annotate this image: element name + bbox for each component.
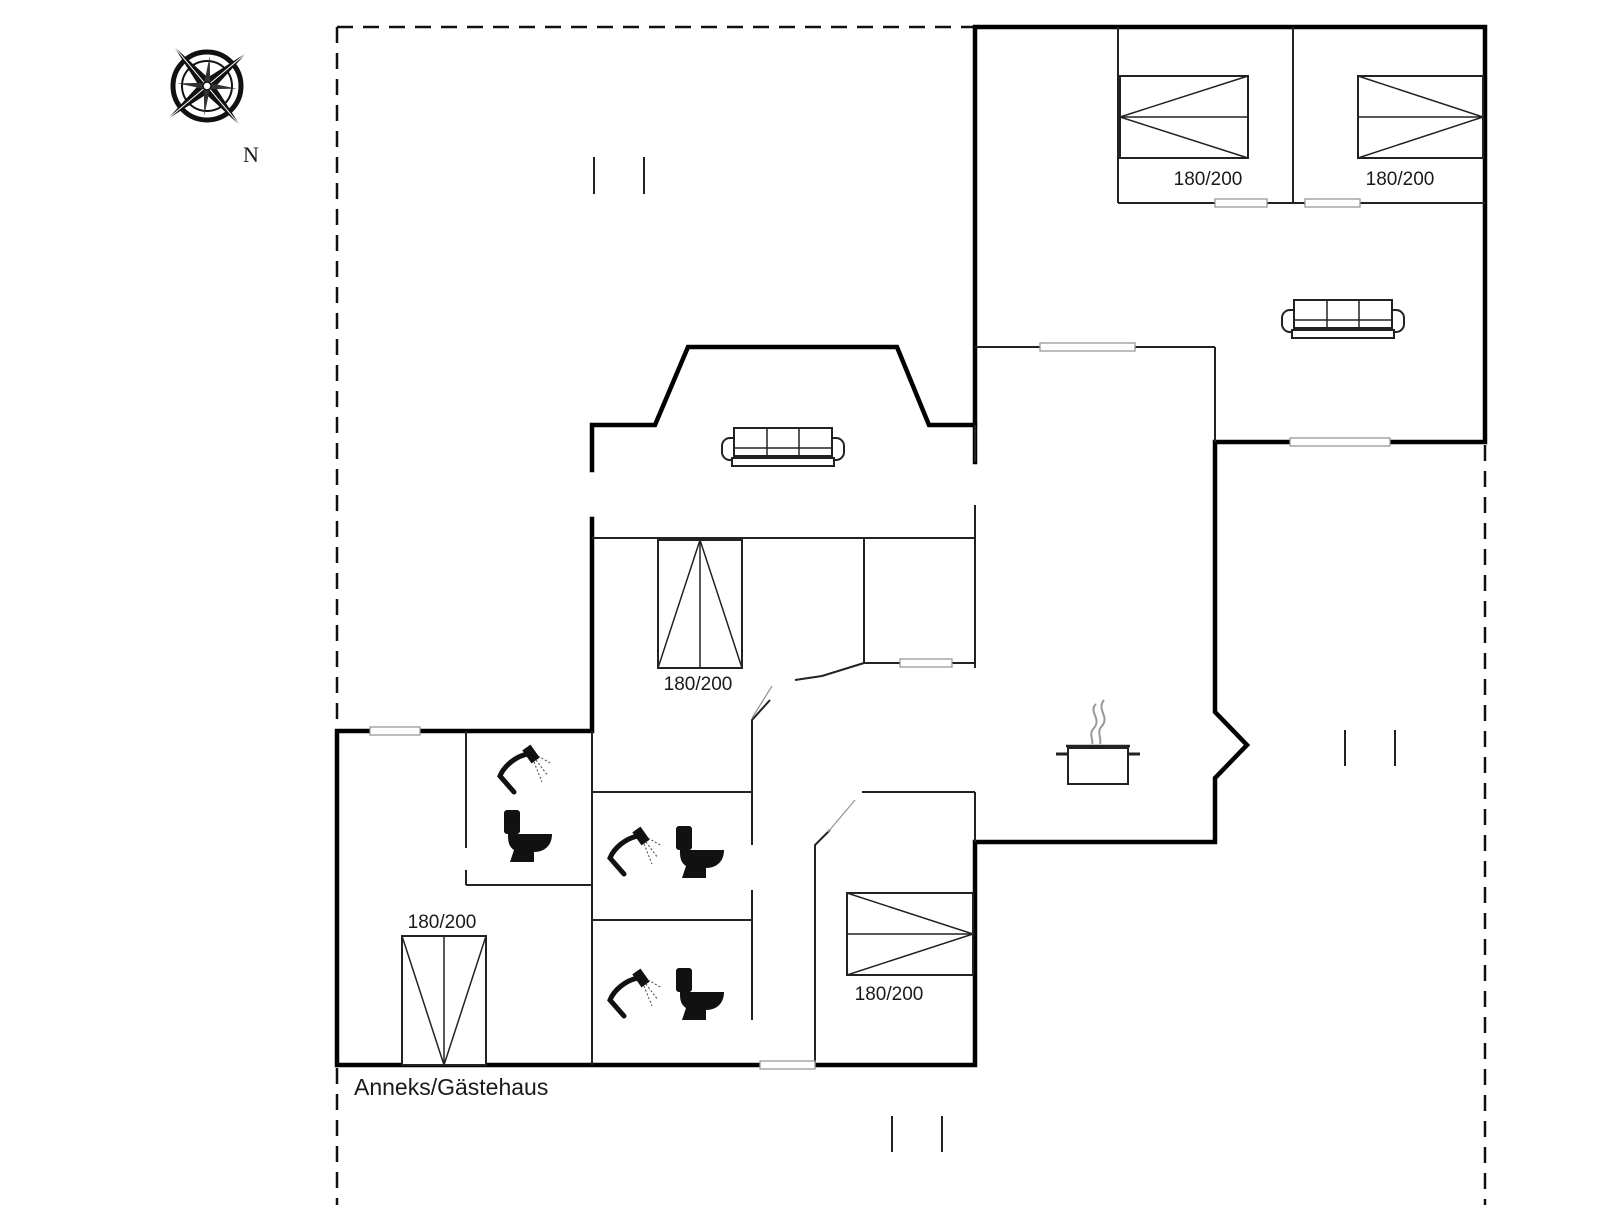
bed-icon (657, 537, 743, 669)
bed-size-label: 180/200 (1174, 169, 1243, 190)
bed-icon (1357, 75, 1486, 159)
toilet-icon (676, 826, 724, 878)
terrace-outline (335, 25, 1487, 1205)
bed-icon (401, 935, 487, 1068)
bed-icon (846, 892, 976, 976)
bed-icon (1117, 75, 1249, 159)
annex-label: Anneks/Gästehaus (354, 1074, 548, 1100)
sofa-icon (1281, 299, 1405, 339)
bed-size-label: 180/200 (1366, 169, 1435, 190)
shower-icon (497, 744, 553, 795)
terrace-marker-icon (891, 1116, 943, 1152)
toilet-icon (504, 810, 552, 862)
openings (369, 198, 1391, 1070)
shower-icon (607, 968, 663, 1019)
bed-size-label: 180/200 (664, 674, 733, 695)
interior-walls (465, 27, 1485, 1065)
toilet-icon (676, 968, 724, 1020)
terrace-marker-icon (593, 157, 645, 194)
terrace-marker-icon (1344, 730, 1396, 766)
compass-rose-icon (166, 45, 248, 127)
shower-icon (607, 826, 663, 877)
cooking-pot-icon (1056, 699, 1140, 785)
compass-north-label: N (243, 142, 259, 167)
sofa-icon (721, 427, 845, 467)
bed-size-label: 180/200 (408, 912, 477, 933)
bed-size-label: 180/200 (855, 984, 924, 1005)
